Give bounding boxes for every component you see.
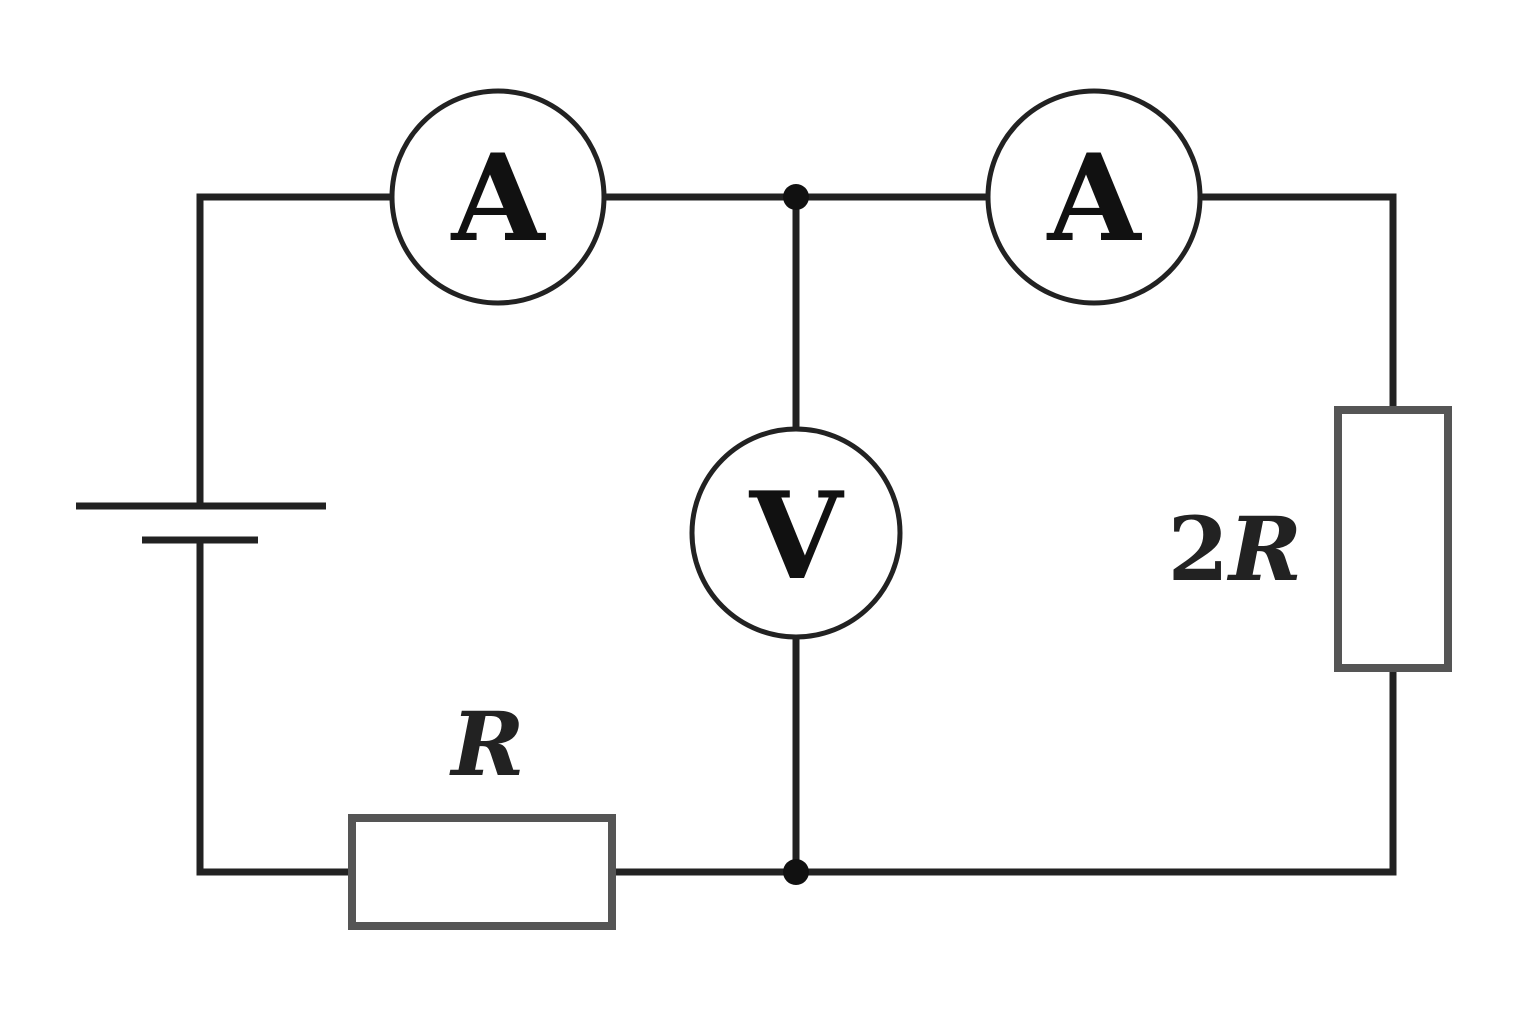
- wire-right-bottom: [792, 664, 1397, 876]
- wire-left-bottom: [196, 536, 356, 876]
- ammeter-1: A: [389, 88, 607, 306]
- ammeter-1-circle: [389, 88, 607, 306]
- voltmeter: V: [689, 426, 903, 640]
- ammeter-1-letter: A: [450, 128, 546, 269]
- wire-right-top: [1196, 193, 1397, 414]
- junction-bottom: [783, 859, 809, 885]
- ammeter-2-circle: [985, 88, 1203, 306]
- wires: [196, 193, 1397, 876]
- ammeter-2: A: [985, 88, 1203, 306]
- resistor-2r-body: [1334, 406, 1452, 672]
- voltmeter-letter: V: [748, 466, 844, 607]
- resistor-r: [348, 814, 616, 930]
- resistor-r-label: R: [448, 692, 524, 796]
- resistor-2r: [1334, 406, 1452, 672]
- resistor-2r-label-symbol: R: [1226, 497, 1302, 601]
- junction-top: [783, 184, 809, 210]
- ammeter-2-letter: A: [1046, 128, 1142, 269]
- resistor-2r-label: 2R: [1168, 497, 1302, 601]
- wire-left-top: [196, 193, 396, 504]
- voltmeter-circle: [689, 426, 903, 640]
- resistor-2r-label-number: 2: [1168, 497, 1229, 601]
- battery-icon: [76, 502, 326, 544]
- resistor-r-body: [348, 814, 616, 930]
